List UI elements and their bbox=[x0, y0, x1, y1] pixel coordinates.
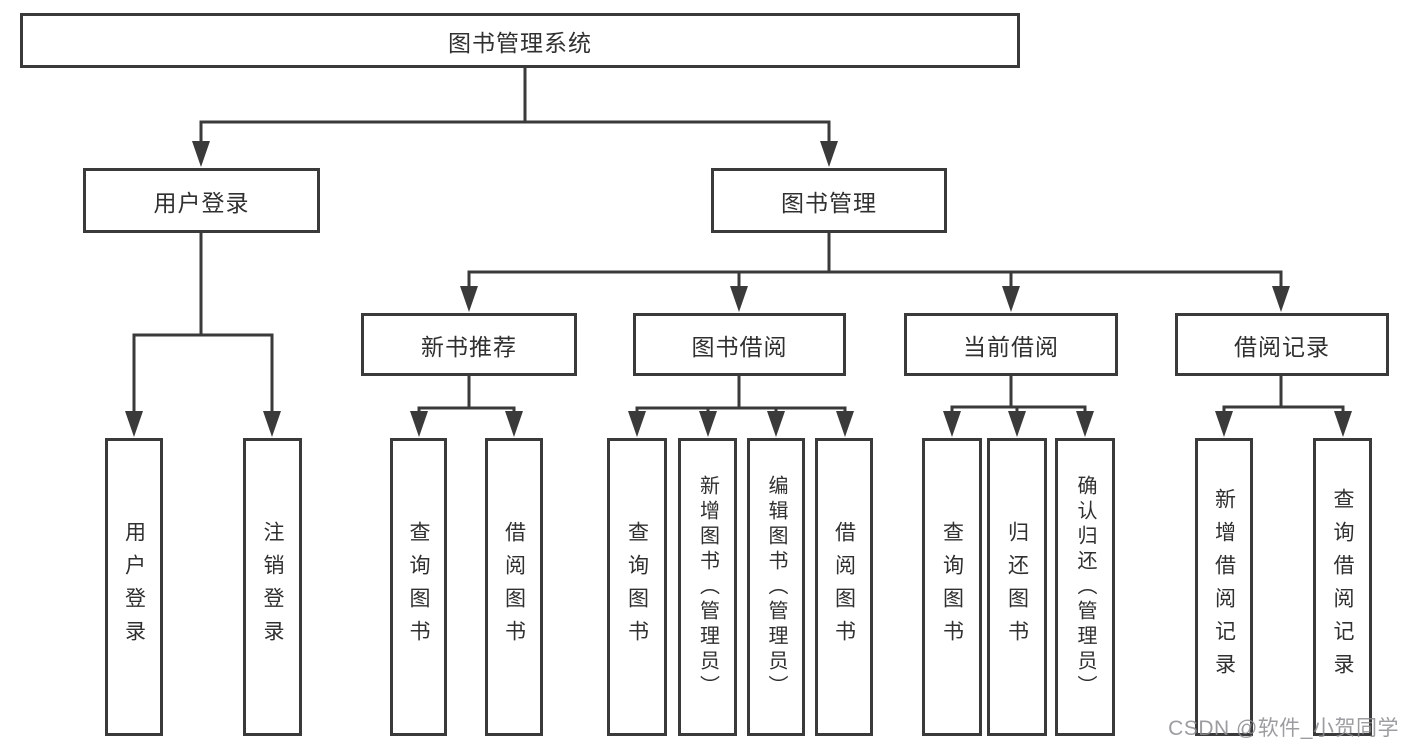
node-label: 图书管理系统 bbox=[448, 29, 592, 56]
node-label: 注销登录 bbox=[261, 521, 284, 653]
node-current-borrowing: 当前借阅 bbox=[904, 313, 1118, 376]
node-label: 新书推荐 bbox=[421, 333, 517, 360]
node-label: 图书借阅 bbox=[691, 333, 788, 360]
node-book-borrowing: 图书借阅 bbox=[633, 313, 846, 376]
node-label: 图书管理 bbox=[781, 189, 877, 216]
leaf-add-borrow-record: 新增借阅记录 bbox=[1195, 438, 1253, 736]
csdn-watermark: CSDN @软件_小贺同学 bbox=[1168, 717, 1399, 740]
node-label: 借阅图书 bbox=[832, 521, 856, 653]
leaf-logout-login: 注销登录 bbox=[243, 438, 302, 736]
node-new-book-recommend: 新书推荐 bbox=[361, 313, 577, 376]
node-library-system: 图书管理系统 bbox=[20, 13, 1020, 68]
node-label: 归还图书 bbox=[1005, 521, 1029, 653]
node-label: 新增借阅记录 bbox=[1212, 488, 1236, 686]
leaf-query-borrow-record: 查询借阅记录 bbox=[1313, 438, 1372, 736]
node-label: 新增图书（管理员） bbox=[696, 474, 719, 700]
node-label: 借阅记录 bbox=[1234, 333, 1330, 360]
leaf-user-login: 用户登录 bbox=[105, 438, 163, 736]
node-label: 用户登录 bbox=[153, 189, 250, 216]
node-label: 查询借阅记录 bbox=[1331, 488, 1354, 686]
node-label: 编辑图书（管理员） bbox=[765, 474, 787, 700]
leaf-borrow-books: 借阅图书 bbox=[815, 438, 873, 736]
leaf-edit-books-admin: 编辑图书（管理员） bbox=[747, 438, 805, 736]
node-label: 当前借阅 bbox=[963, 333, 1059, 360]
arrowheads bbox=[125, 141, 1352, 437]
leaf-query-books-current: 查询图书 bbox=[922, 438, 982, 736]
node-label: 查询图书 bbox=[625, 521, 649, 653]
node-label: 查询图书 bbox=[940, 521, 964, 653]
leaf-query-books-recommend: 查询图书 bbox=[390, 438, 447, 736]
node-label: 查询图书 bbox=[407, 521, 430, 653]
leaf-return-books: 归还图书 bbox=[987, 438, 1047, 736]
node-label: 用户登录 bbox=[122, 521, 146, 653]
node-book-management: 图书管理 bbox=[711, 168, 947, 233]
leaf-confirm-return-admin: 确认归还（管理员） bbox=[1055, 438, 1115, 736]
node-label: 借阅图书 bbox=[502, 521, 526, 653]
leaf-add-books-admin: 新增图书（管理员） bbox=[678, 438, 737, 736]
leaf-query-books-borrowing: 查询图书 bbox=[607, 438, 667, 736]
node-label: 确认归还（管理员） bbox=[1074, 474, 1096, 700]
node-borrowing-records: 借阅记录 bbox=[1175, 313, 1389, 376]
leaf-borrow-books-recommend: 借阅图书 bbox=[485, 438, 543, 736]
node-user-login: 用户登录 bbox=[83, 168, 320, 233]
